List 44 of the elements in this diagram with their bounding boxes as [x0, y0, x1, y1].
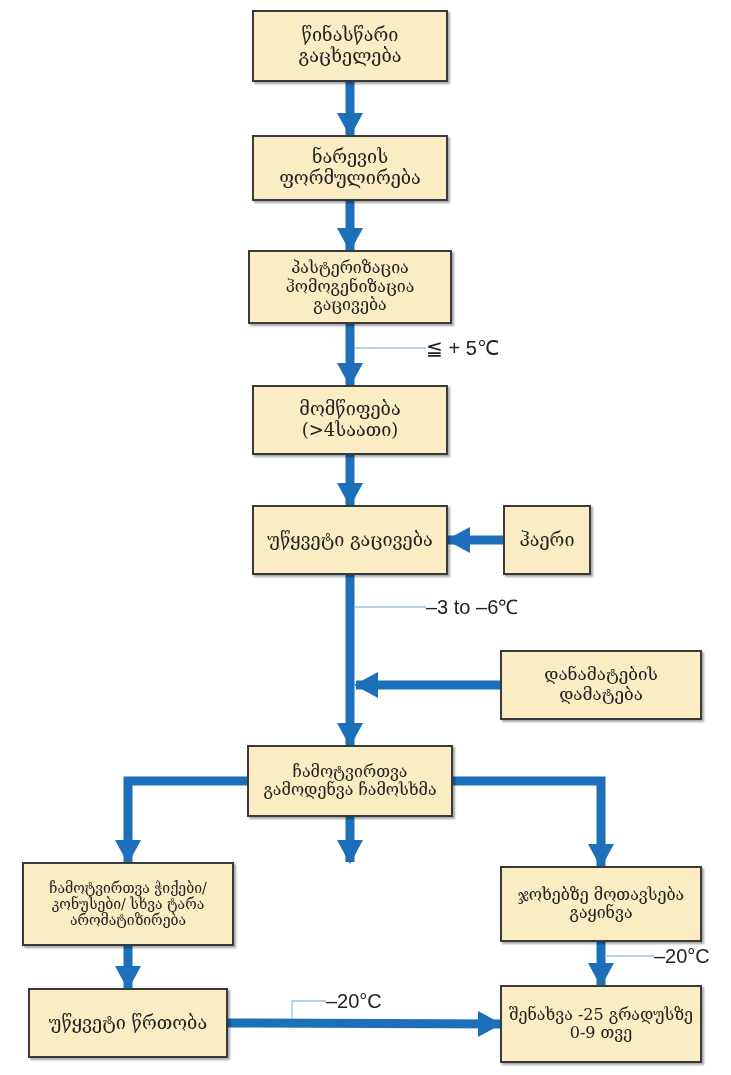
process-box — [248, 250, 452, 324]
arrow — [453, 776, 614, 868]
leader-line — [291, 1000, 327, 1020]
process-box — [252, 10, 448, 82]
arrow — [115, 776, 247, 864]
temperature-label: –3 to –6℃ — [426, 595, 519, 619]
step-text: ჩამოტვირთვა ჭიქები/კონუსები/ სხვა ტარა არომატიზირება — [48, 879, 208, 929]
arrow — [337, 324, 363, 387]
process-box — [500, 866, 702, 942]
step-text: პასტერიზაცია ჰომოგენიზაცია გაცივება — [284, 259, 416, 315]
process-box — [503, 505, 591, 575]
arrow — [588, 942, 614, 987]
arrow — [337, 575, 363, 747]
arrow — [337, 201, 363, 252]
step-text: ნარევის ფორმულირება — [278, 147, 422, 189]
temperature-label: –20°C — [326, 989, 382, 1013]
leader-line — [354, 606, 427, 608]
step-text: შენახვა -25 გრადუსზე 0-9 თვე — [507, 1005, 695, 1043]
arrow — [228, 1010, 502, 1037]
arrow — [337, 455, 363, 507]
process-box — [252, 135, 448, 201]
arrow — [115, 946, 141, 990]
process-box — [252, 385, 448, 455]
step-text: მომწიფება (>4საათი) — [298, 399, 402, 441]
step-text: ჯოხებზე მოთავსება გაყინვა — [516, 885, 686, 923]
process-box — [22, 862, 234, 946]
arrow — [337, 817, 363, 864]
arrow — [354, 672, 500, 698]
step-text: წინასწარი გაცხელება — [297, 25, 403, 67]
process-box — [500, 985, 702, 1063]
process-box — [500, 650, 702, 720]
leader-line — [354, 347, 427, 349]
leader-line — [604, 955, 655, 957]
step-text: უწყვეტი გაცივება — [267, 529, 433, 551]
step-text: დანამატების დამატება — [543, 665, 659, 705]
temperature-label: ≦ + 5℃ — [426, 336, 499, 360]
process-box — [247, 745, 453, 817]
process-box — [28, 988, 228, 1058]
step-text: ჰაერი — [519, 529, 575, 551]
step-text: უწყვეტი წრთობა — [48, 1012, 208, 1034]
step-text: ჩამოტვირთვა გამოდენვა ჩამოსხმა — [262, 762, 438, 800]
temperature-label: –20°C — [654, 944, 710, 968]
process-box — [252, 505, 448, 575]
arrow — [337, 82, 363, 137]
